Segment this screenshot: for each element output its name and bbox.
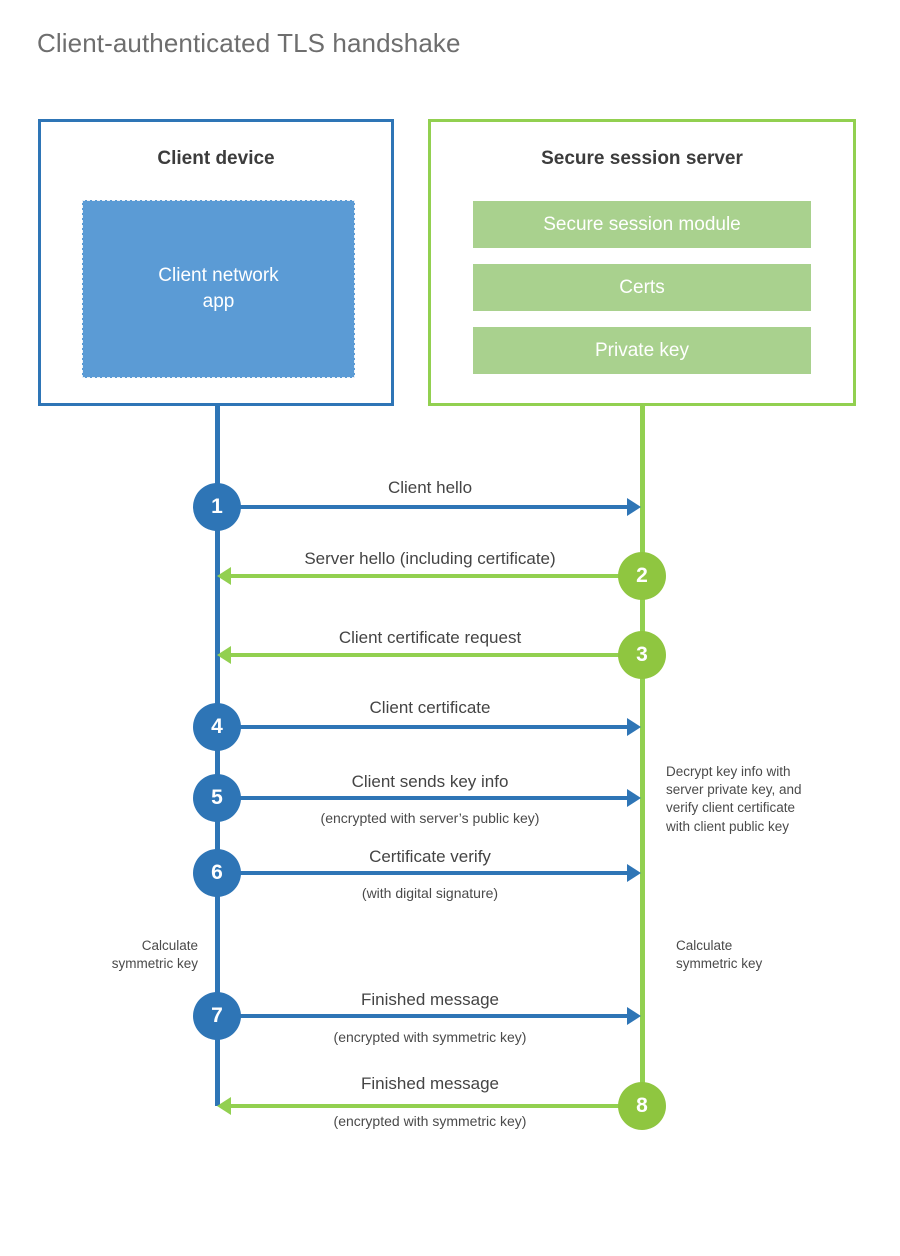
server-module-private-key: Private key [473,327,811,374]
step-5-arrow-head [627,789,641,807]
step-4-arrow-head [627,718,641,736]
step-3-arrow-head [217,646,231,664]
step-1-arrow-line [217,505,627,509]
step-7-label: Finished message [361,990,499,1009]
step-8-label: Finished message [361,1074,499,1093]
step-1-label: Client hello [387,478,473,497]
step-3-arrow-line [231,653,642,657]
page-title: Client-authenticated TLS handshake [37,28,461,58]
step-4-arrow-line [217,725,627,729]
step-5-circle[interactable]: 5 [193,774,241,822]
step-7-arrow-head [627,1007,641,1025]
client-network-app-block: Client network app [82,200,355,378]
step-2-arrow-head [217,567,231,585]
client-device-title: Client device [157,148,275,169]
step-7-sublabel: (encrypted with symmetric key) [333,1029,527,1045]
step-4-label: Client certificate [369,698,491,717]
step-6-arrow-head [627,864,641,882]
server-module-secure-session-module: Secure session module [473,201,811,248]
step-5-sublabel: (encrypted with server’s public key) [320,810,540,826]
client-lifeline [215,406,220,1106]
step-2-circle[interactable]: 2 [618,552,666,600]
step-6-label: Certificate verify [369,847,491,866]
step-6-arrow-line [217,871,627,875]
step-4-circle[interactable]: 4 [193,703,241,751]
step-7-circle[interactable]: 7 [193,992,241,1040]
step-8-circle[interactable]: 8 [618,1082,666,1130]
step-3-circle[interactable]: 3 [618,631,666,679]
step-2-arrow-line [231,574,642,578]
step-6-sublabel: (with digital signature) [361,885,499,901]
step-3-label: Client certificate request [338,628,522,647]
server-module-certs: Certs [473,264,811,311]
note-calculate-symmetric-key-client: Calculate symmetric key [111,938,198,972]
note-decrypt-key-info: Decrypt key info with server private key… [666,764,802,834]
secure-session-server-box: Secure session server Secure session mod… [428,119,856,406]
step-8-arrow-head [217,1097,231,1115]
client-device-box: Client device Client network app [38,119,394,406]
step-1-arrow-head [627,498,641,516]
step-1-circle[interactable]: 1 [193,483,241,531]
step-2-label: Server hello (including certificate) [304,549,556,568]
step-7-arrow-line [217,1014,627,1018]
step-6-circle[interactable]: 6 [193,849,241,897]
secure-session-server-title: Secure session server [541,148,743,169]
step-8-sublabel: (encrypted with symmetric key) [333,1113,527,1129]
note-calculate-symmetric-key-server: Calculate symmetric key [676,938,763,972]
step-8-arrow-line [231,1104,642,1108]
step-5-label: Client sends key info [351,772,509,791]
server-lifeline [640,406,645,1106]
step-5-arrow-line [217,796,627,800]
